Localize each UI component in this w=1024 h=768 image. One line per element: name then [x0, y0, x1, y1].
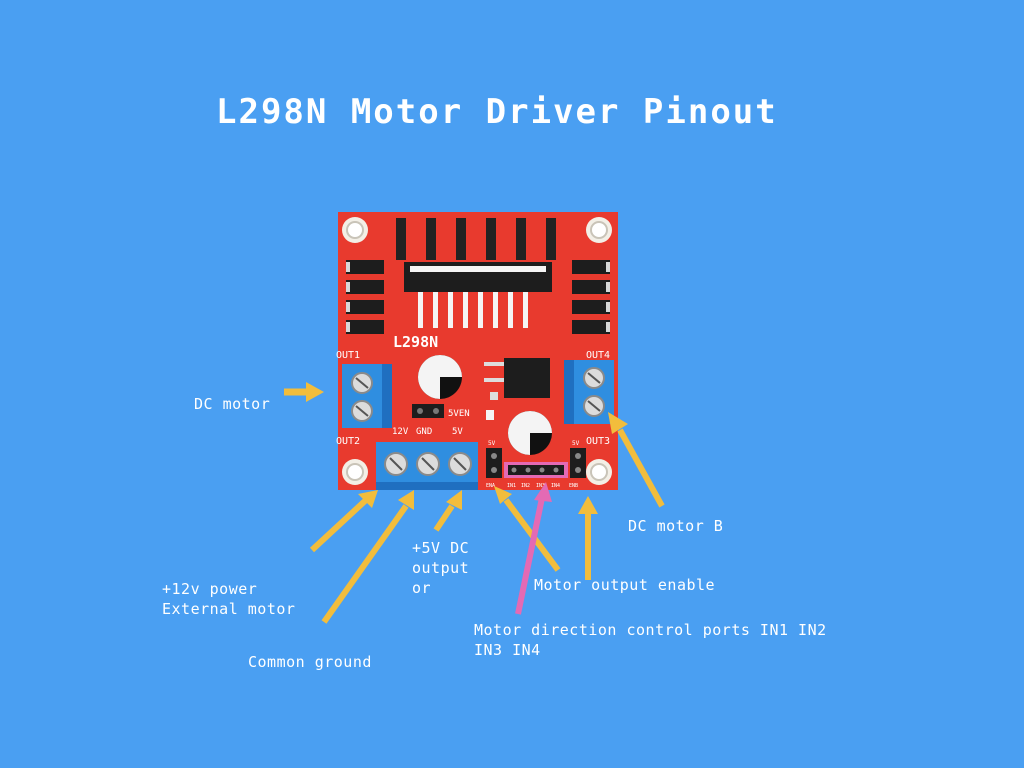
hdr-5v-left-label: 5V	[488, 440, 496, 447]
power-label-line1: +12v power	[162, 580, 258, 598]
arrow-5v-output	[433, 490, 462, 532]
out4-label: OUT4	[586, 350, 610, 361]
arrow-dc-motor-b	[608, 412, 665, 508]
arrow-dc-motor	[284, 382, 324, 402]
dc-motor-label: DC motor	[194, 395, 271, 413]
out2-label: OUT2	[336, 436, 360, 447]
5v-enable-jumper	[412, 404, 444, 418]
arrow-12v-power	[309, 490, 378, 553]
control-header	[486, 448, 586, 478]
arrow-common-ground	[321, 490, 414, 624]
5v-label-line1: +5V DC	[412, 539, 470, 557]
ground-label: Common ground	[248, 653, 372, 671]
direction-label-line2: IN3 IN4	[474, 641, 541, 659]
heatsink	[396, 218, 556, 328]
direction-label-line1: Motor direction control ports IN1 IN2	[474, 621, 827, 639]
pwr-12v-label: 12V	[392, 427, 409, 437]
hdr-in1-label: IN1	[507, 483, 516, 489]
pwr-5v-label: 5V	[452, 427, 463, 437]
pwr-gnd-label: GND	[416, 427, 432, 437]
chip-label: L298N	[393, 333, 438, 351]
hdr-in3-label: IN3	[536, 483, 545, 489]
page-title: L298N Motor Driver Pinout	[216, 92, 778, 132]
voltage-regulator	[484, 358, 550, 400]
hdr-enb-label: ENB	[569, 483, 578, 489]
enable-label: Motor output enable	[534, 576, 716, 594]
mounting-holes	[342, 217, 612, 485]
5v-label-line3: or	[412, 579, 432, 597]
hdr-in2-label: IN2	[521, 483, 530, 489]
capacitor-2	[508, 411, 552, 455]
hdr-in4-label: IN4	[551, 483, 560, 489]
power-terminal	[376, 442, 478, 490]
hdr-5v-right-label: 5V	[572, 440, 580, 447]
arrow-direction-control	[515, 482, 552, 615]
diodes-left	[346, 260, 384, 334]
out1-label: OUT1	[336, 350, 360, 361]
out3-label: OUT3	[586, 436, 610, 447]
5v-label-line2: output	[412, 559, 470, 577]
terminal-out1-out2	[342, 364, 392, 428]
diodes-right	[572, 260, 610, 334]
power-label-line2: External motor	[162, 600, 296, 618]
hdr-ena-label: ENA	[486, 483, 495, 489]
arrow-enable-b	[578, 496, 598, 580]
capacitor-1	[418, 355, 462, 399]
terminal-out3-out4	[564, 360, 614, 424]
jumper-label: 5VEN	[448, 409, 470, 419]
dc-motor-b-label: DC motor B	[628, 517, 724, 535]
